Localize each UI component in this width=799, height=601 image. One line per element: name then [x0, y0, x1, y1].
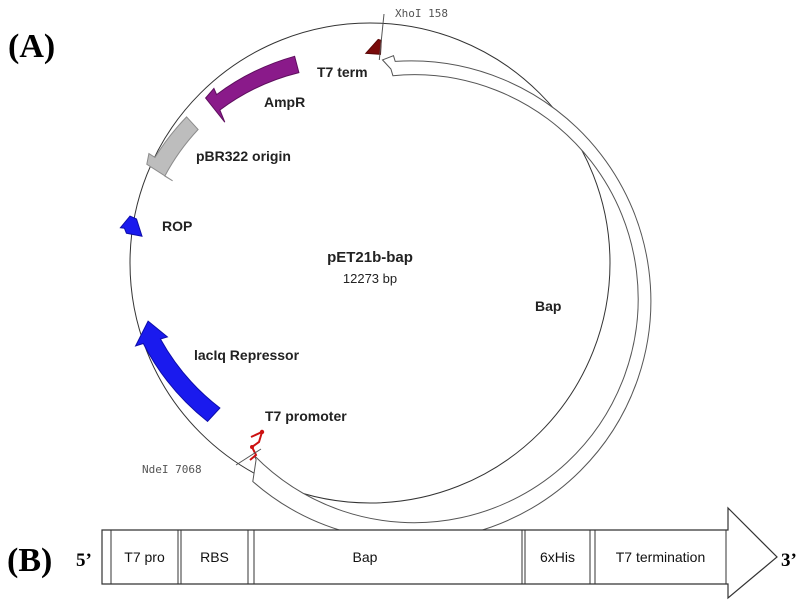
plasmid-backbone [129, 22, 611, 504]
three-prime-label: 3’ [781, 550, 797, 571]
pbr322-origin-label: pBR322 origin [196, 148, 291, 164]
segment-label: RBS [200, 549, 229, 565]
rop-label: ROP [162, 218, 192, 234]
segment-label: 6xHis [540, 549, 575, 565]
xhoi-site-label: XhoI 158 [395, 7, 448, 20]
segment-label: T7 pro [124, 549, 165, 565]
panel-b: (B) 5’ 3’ T7 pro RBS Bap 6xHis T7 termin… [7, 506, 797, 600]
five-prime-label: 5’ [76, 550, 92, 571]
laciq-label: lacIq Repressor [194, 347, 300, 363]
segment-6xhis: 6xHis [524, 529, 591, 585]
segment-t7-termination: T7 termination [594, 529, 727, 585]
t7-term-label: T7 term [317, 64, 368, 80]
pbr322-origin-feature-arrow [146, 116, 199, 182]
t7-promoter-label: T7 promoter [265, 408, 347, 424]
plasmid-size: 12273 bp [343, 271, 397, 286]
t7-promoter-feature-arrow [249, 429, 265, 461]
ndei-site-tick [235, 448, 262, 466]
xhoi-site-tick [378, 13, 385, 61]
bap-feature-arrow [252, 55, 652, 542]
ndei-site-label: NdeI 7068 [142, 463, 202, 476]
ampr-label: AmpR [264, 94, 305, 110]
segment-t7-pro: T7 pro [110, 529, 179, 585]
rop-feature-arrow [119, 215, 143, 237]
segment-label: T7 termination [616, 549, 705, 565]
segment-bap: Bap [253, 529, 523, 585]
panel-a: (A) XhoI 158 NdeI 7068 T7 term AmpR pBR3… [8, 7, 652, 542]
segment-rbs: RBS [180, 529, 249, 585]
bap-label: Bap [535, 298, 561, 314]
segment-label: Bap [353, 549, 378, 565]
t7-term-feature-arrow [364, 38, 382, 55]
panel-a-label: (A) [8, 28, 55, 65]
plasmid-name: pET21b-bap [327, 249, 413, 266]
ampr-feature-arrow [204, 55, 300, 123]
panel-b-label: (B) [7, 542, 52, 579]
laciq-feature-arrow [134, 320, 221, 423]
